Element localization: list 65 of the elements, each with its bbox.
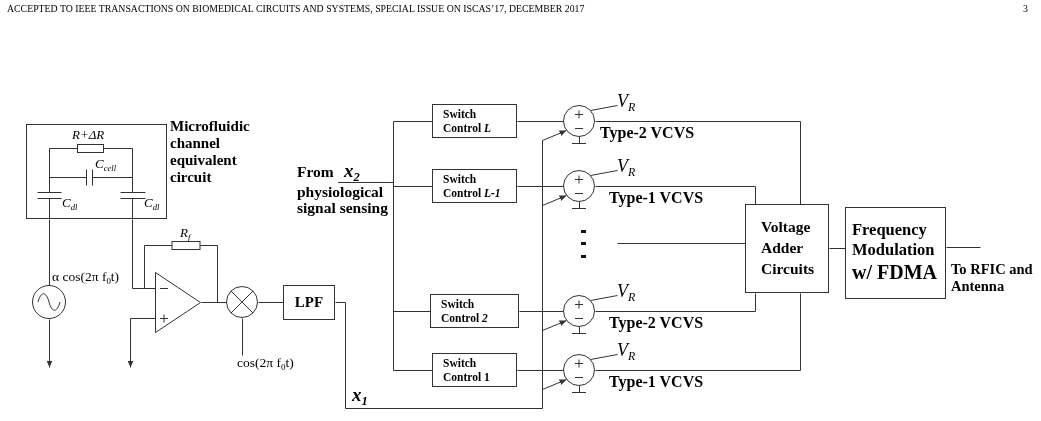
input-source-text: physiological signal sensing <box>297 184 389 216</box>
input-source-text: From <box>297 164 334 180</box>
component-label: R$_{f}$ <box>180 225 191 240</box>
arrow <box>542 379 567 390</box>
wire <box>590 295 618 301</box>
vcvs-symbol <box>563 354 595 386</box>
wire <box>595 121 801 205</box>
wire <box>519 311 564 312</box>
arrow <box>46 319 53 368</box>
arrow <box>542 195 567 206</box>
block-title: Frequency Modulation <box>852 220 936 260</box>
signal-label: x$_{1}$ <box>352 384 368 406</box>
wire <box>390 182 433 371</box>
source-type-label: Type-2 VCVS <box>600 124 695 142</box>
signal-label: α cos(2π f$_{0}$t) <box>52 269 120 285</box>
wire <box>590 105 618 111</box>
reference-voltage-label: V$_{R}$ <box>617 155 636 177</box>
source-type-label: Type-2 VCVS <box>609 314 704 332</box>
adder-block: Voltage Adder Circuits <box>745 204 829 293</box>
wire <box>517 186 564 187</box>
component-label: C$_{cell}$ <box>95 156 117 171</box>
wire <box>590 354 618 360</box>
wire <box>390 121 433 183</box>
wire <box>49 219 50 286</box>
source-type-label: Type-1 VCVS <box>609 189 704 207</box>
ac-source-symbol <box>32 285 66 319</box>
op-amp-symbol <box>155 272 201 333</box>
wire <box>829 248 846 249</box>
block-subtitle: w/ FDMA <box>852 260 938 285</box>
wire <box>595 293 801 371</box>
wire <box>595 293 756 312</box>
switch-control-block: Switch Control 2 <box>430 294 519 328</box>
page-number: 3 <box>1023 3 1028 15</box>
switch-control-block: Switch Control L <box>432 104 517 138</box>
wire <box>617 243 746 244</box>
wire <box>595 186 756 205</box>
wire <box>242 318 243 356</box>
wire <box>590 170 618 176</box>
component-label: R+ΔR <box>72 127 105 142</box>
wire <box>258 302 284 303</box>
vcvs-symbol <box>563 170 595 202</box>
wire <box>517 370 564 371</box>
switch-control-block: Switch Control L-1 <box>432 169 517 203</box>
component-label: C$_{dl}$ <box>62 195 78 210</box>
vcvs-symbol <box>563 105 595 137</box>
frame-heading: Microfluidic channel equivalent circuit <box>170 118 251 186</box>
arrow <box>127 318 156 368</box>
modulator-block <box>845 207 946 299</box>
reference-voltage-label: V$_{R}$ <box>617 90 636 112</box>
signal-label: cos(2π f$_{0}$t) <box>237 355 294 371</box>
mixer-symbol <box>226 286 258 318</box>
filter-block: LPF <box>283 285 335 320</box>
reference-voltage-label: V$_{R}$ <box>617 339 636 361</box>
wire <box>517 121 564 122</box>
component-label: C$_{dl}$ <box>144 195 160 210</box>
switch-control-block: Switch Control 1 <box>432 353 517 387</box>
wire <box>132 219 156 289</box>
source-type-label: Type-1 VCVS <box>609 373 704 391</box>
output-label: To RFIC and Antenna <box>951 261 1034 295</box>
reference-voltage-label: V$_{R}$ <box>617 280 636 302</box>
running-header: ACCEPTED TO IEEE TRANSACTIONS ON BIOMEDICAL CIRCUITS AND SYSTEMS, SPECIAL ISSUE ON ISCAS’17, DECEMBER 2017 <box>7 3 585 15</box>
wire <box>946 247 981 248</box>
signal-label: x$_{2}$ <box>338 160 390 183</box>
vcvs-symbol <box>563 295 595 327</box>
wire <box>201 302 227 303</box>
